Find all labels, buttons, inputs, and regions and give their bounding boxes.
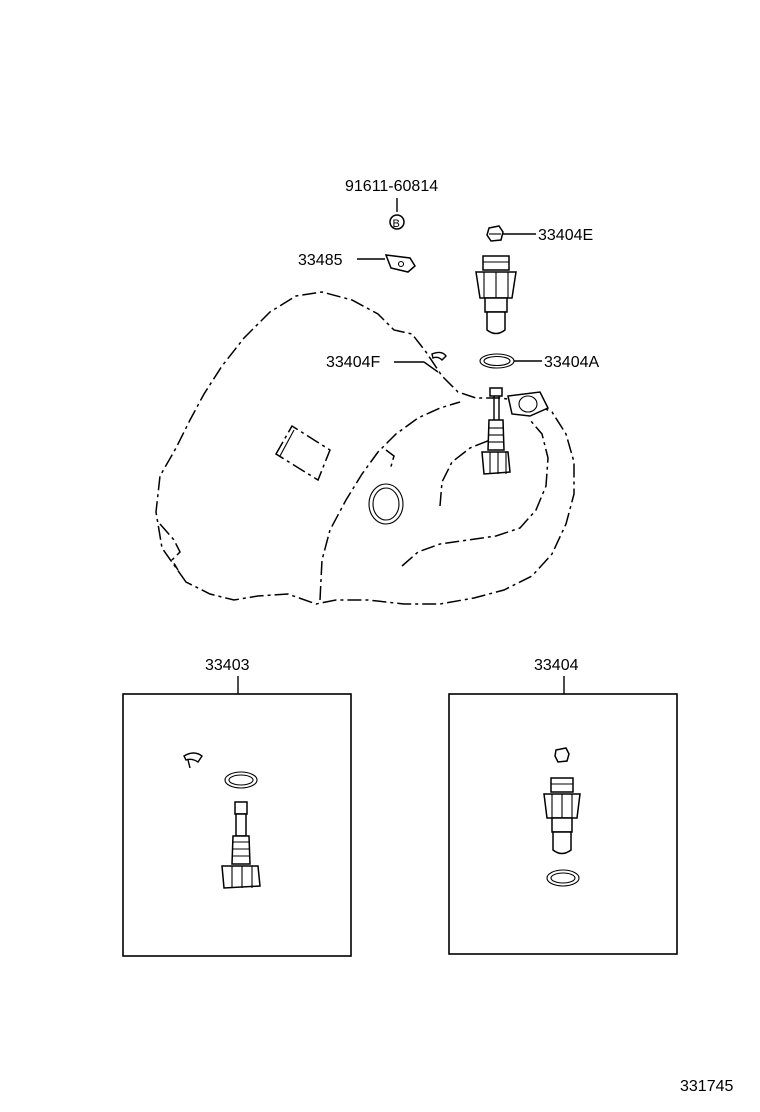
leader-clip-tail xyxy=(423,361,439,373)
plate-part xyxy=(384,254,416,273)
label-kit-left: 33403 xyxy=(205,657,250,674)
label-clip: 33404F xyxy=(326,354,380,371)
transaxle-case xyxy=(155,291,575,605)
clip-part xyxy=(431,351,447,361)
label-bolt: 91611-60814 xyxy=(345,178,438,195)
bolt-part: B xyxy=(389,214,405,230)
label-sleeve-cap: 33404E xyxy=(538,227,593,244)
kit-box-left xyxy=(122,693,352,957)
label-plate: 33485 xyxy=(298,252,343,269)
driven-gear-shaft-installed xyxy=(481,387,511,475)
o-ring-part xyxy=(479,353,515,369)
diagram-number: 331745 xyxy=(680,1078,733,1095)
sleeve-cap-part xyxy=(486,225,504,242)
label-o-ring: 33404A xyxy=(544,354,599,371)
label-kit-right: 33404 xyxy=(534,657,579,674)
bolt-mark: B xyxy=(393,218,400,230)
sleeve-part xyxy=(475,255,517,335)
kit-left-o-ring xyxy=(224,771,258,789)
kit-right-cap xyxy=(554,747,570,763)
kit-right-o-ring xyxy=(546,869,580,887)
kit-right-sleeve xyxy=(543,777,581,855)
kit-left-clip xyxy=(183,752,203,769)
kit-left-driven-gear xyxy=(221,801,261,889)
kit-box-right xyxy=(448,693,678,955)
